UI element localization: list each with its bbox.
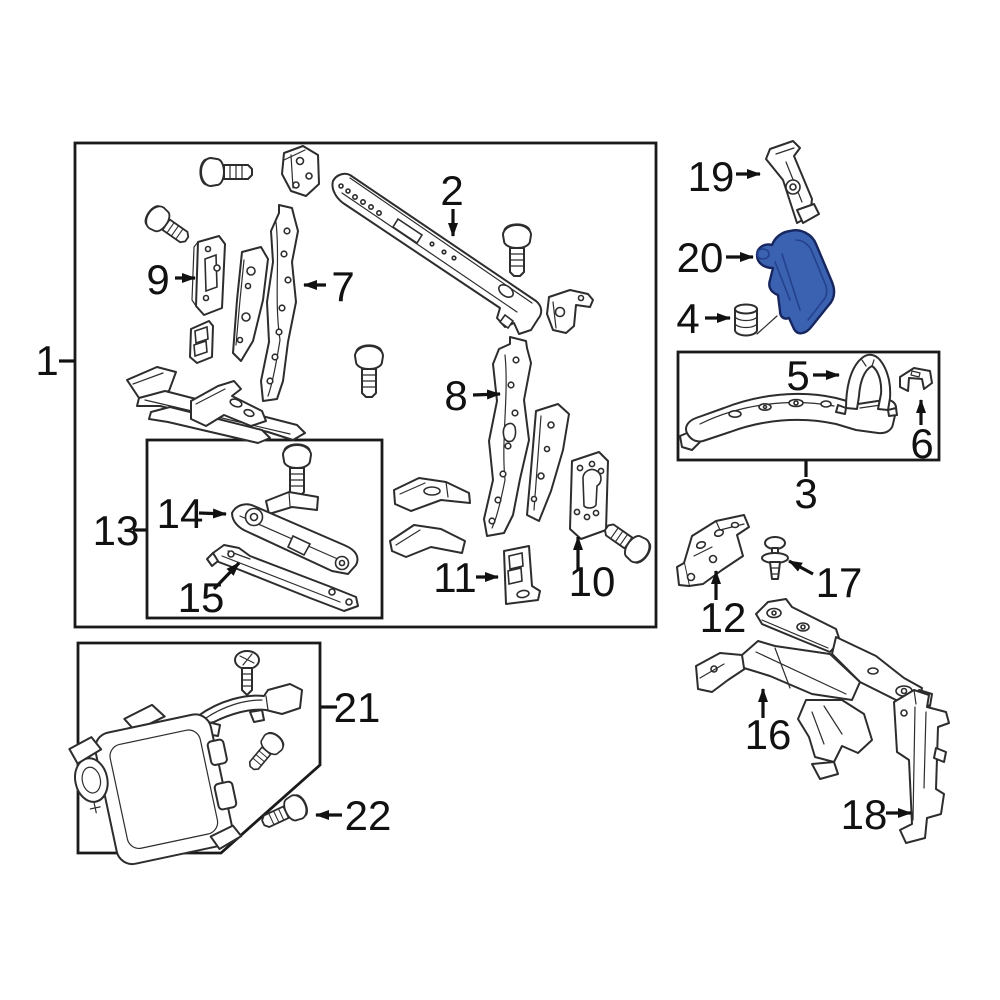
part-sketch-8-brace (483, 336, 532, 537)
callout-2-label[interactable]: 2 (440, 167, 463, 214)
callout-2[interactable]: 2 (440, 167, 464, 237)
part-sketch-2-tie-bar (331, 172, 543, 335)
part-sketch-7-brace (260, 204, 299, 402)
part-sketch-bolt-center (354, 344, 384, 398)
callout-21[interactable]: 21 (321, 684, 380, 731)
callout-1-label[interactable]: 1 (35, 337, 58, 384)
assembly-box-1 (73, 141, 658, 629)
callout-18-label[interactable]: 18 (841, 791, 888, 838)
callout-14-label[interactable]: 14 (157, 490, 204, 537)
part-sketch-18-bracket (893, 689, 950, 844)
callout-19-label[interactable]: 19 (688, 153, 735, 200)
part-sketch-16-shield (695, 598, 933, 780)
part-sketch-6-clamp (899, 367, 933, 392)
callout-3[interactable]: 3 (794, 461, 818, 517)
part-sketch-19-bracket (765, 140, 820, 224)
callout-20-label[interactable]: 20 (677, 234, 724, 281)
part-sketch-11-bracket (503, 545, 541, 605)
part-sketch-14-plate (231, 503, 359, 575)
part-sketch-3-bar (679, 392, 898, 451)
callout-11[interactable]: 11 (433, 554, 499, 601)
part-sketch-lower-shelves (389, 477, 471, 558)
callout-6-label[interactable]: 6 (910, 420, 933, 467)
callout-8[interactable]: 8 (444, 372, 501, 419)
part-sketch-mid-shelf (190, 380, 267, 427)
assembly-box-3 (676, 350, 941, 462)
callout-11-label[interactable]: 11 (433, 554, 477, 601)
callout-22-label[interactable]: 22 (345, 792, 392, 839)
part-sketch-mid-plate (232, 246, 269, 362)
callout-17[interactable]: 17 (788, 559, 863, 606)
part-sketch-bolt-inner-box (282, 443, 312, 497)
callout-20[interactable]: 20 (677, 234, 754, 281)
callout-14[interactable]: 14 (157, 490, 227, 537)
callout-12-label[interactable]: 12 (700, 594, 747, 641)
callout-19[interactable]: 19 (688, 153, 761, 200)
callout-3-label[interactable]: 3 (794, 470, 817, 517)
callout-9[interactable]: 9 (146, 256, 196, 303)
callout-9-label[interactable]: 9 (146, 256, 169, 303)
callout-13[interactable]: 13 (93, 507, 147, 554)
part-sketch-sensor-unit (68, 703, 243, 866)
callout-13-label[interactable]: 13 (93, 507, 140, 554)
part-sketch-corner-bracket (281, 145, 320, 197)
callout-21-label[interactable]: 21 (334, 684, 381, 731)
callout-5[interactable]: 5 (786, 352, 840, 399)
part-sketch-10-plate (569, 451, 609, 540)
callout-15-label[interactable]: 15 (178, 574, 225, 621)
callout-7-label[interactable]: 7 (331, 263, 354, 310)
part-sketch-plate-right-of-8 (526, 403, 570, 522)
part-20-highlighted[interactable] (755, 229, 836, 335)
callout-17-label[interactable]: 17 (816, 559, 863, 606)
callout-16-label[interactable]: 16 (745, 711, 792, 758)
callout-18[interactable]: 18 (841, 791, 912, 838)
part-sketch-9-plate (191, 235, 226, 316)
callout-7[interactable]: 7 (303, 263, 355, 310)
part-sketch-17-clip (761, 536, 789, 580)
part-sketch-5-hook (835, 353, 898, 417)
callout-10-label[interactable]: 10 (569, 558, 616, 605)
callout-8-label[interactable]: 8 (444, 372, 467, 419)
callout-15[interactable]: 15 (178, 561, 241, 621)
part-sketch-bolts-top-left (140, 157, 253, 251)
part-sketch-12-bracket (676, 514, 750, 587)
part-sketch-c-bracket (189, 320, 214, 364)
callout-12[interactable]: 12 (700, 570, 747, 641)
callout-10[interactable]: 10 (569, 536, 616, 605)
callout-1[interactable]: 1 (35, 337, 75, 384)
callout-4[interactable]: 4 (676, 295, 731, 342)
part-sketch-bracket-right-of-2 (546, 289, 594, 334)
callout-22[interactable]: 22 (315, 792, 392, 839)
part-sketch-bolt-near-2 (502, 223, 532, 277)
part-sketch-bolt-21 (242, 728, 289, 776)
part-sketch-4-cushion (734, 303, 758, 337)
callout-6[interactable]: 6 (910, 399, 934, 467)
part-sketch-small-bracket-inner (265, 491, 319, 515)
part-sketch-screw-21 (234, 650, 260, 696)
callout-16[interactable]: 16 (745, 688, 792, 758)
callout-4-label[interactable]: 4 (676, 295, 699, 342)
assembly-box-21 (76, 641, 322, 855)
callout-5-label[interactable]: 5 (786, 352, 809, 399)
